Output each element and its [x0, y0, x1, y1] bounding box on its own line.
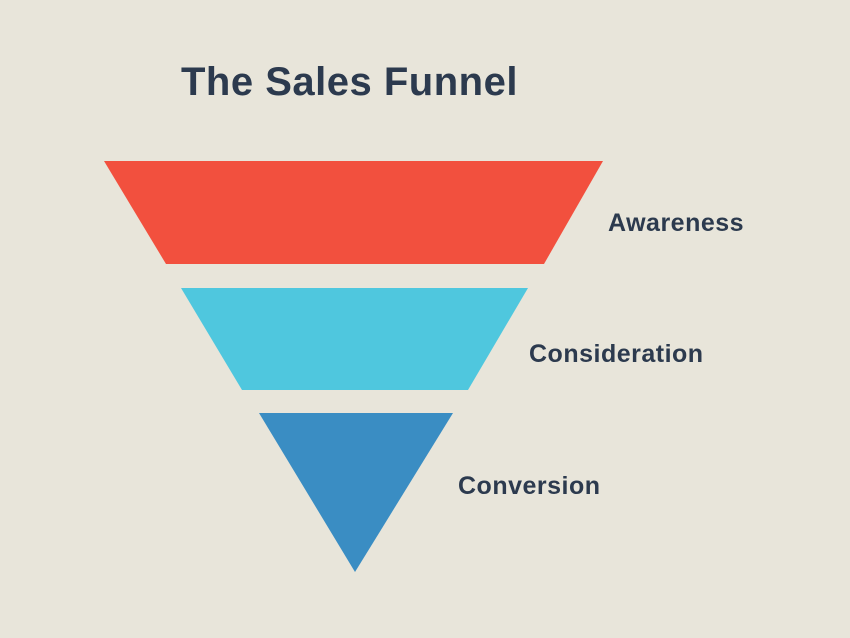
funnel-stage-conversion-shape [259, 413, 453, 572]
page-title: The Sales Funnel [181, 60, 518, 104]
funnel-stage-consideration-shape [181, 288, 528, 390]
funnel-stage-awareness-shape [104, 161, 603, 264]
stage-label-awareness: Awareness [608, 209, 745, 237]
stage-label-consideration: Consideration [529, 340, 704, 368]
stage-label-conversion: Conversion [458, 472, 601, 500]
